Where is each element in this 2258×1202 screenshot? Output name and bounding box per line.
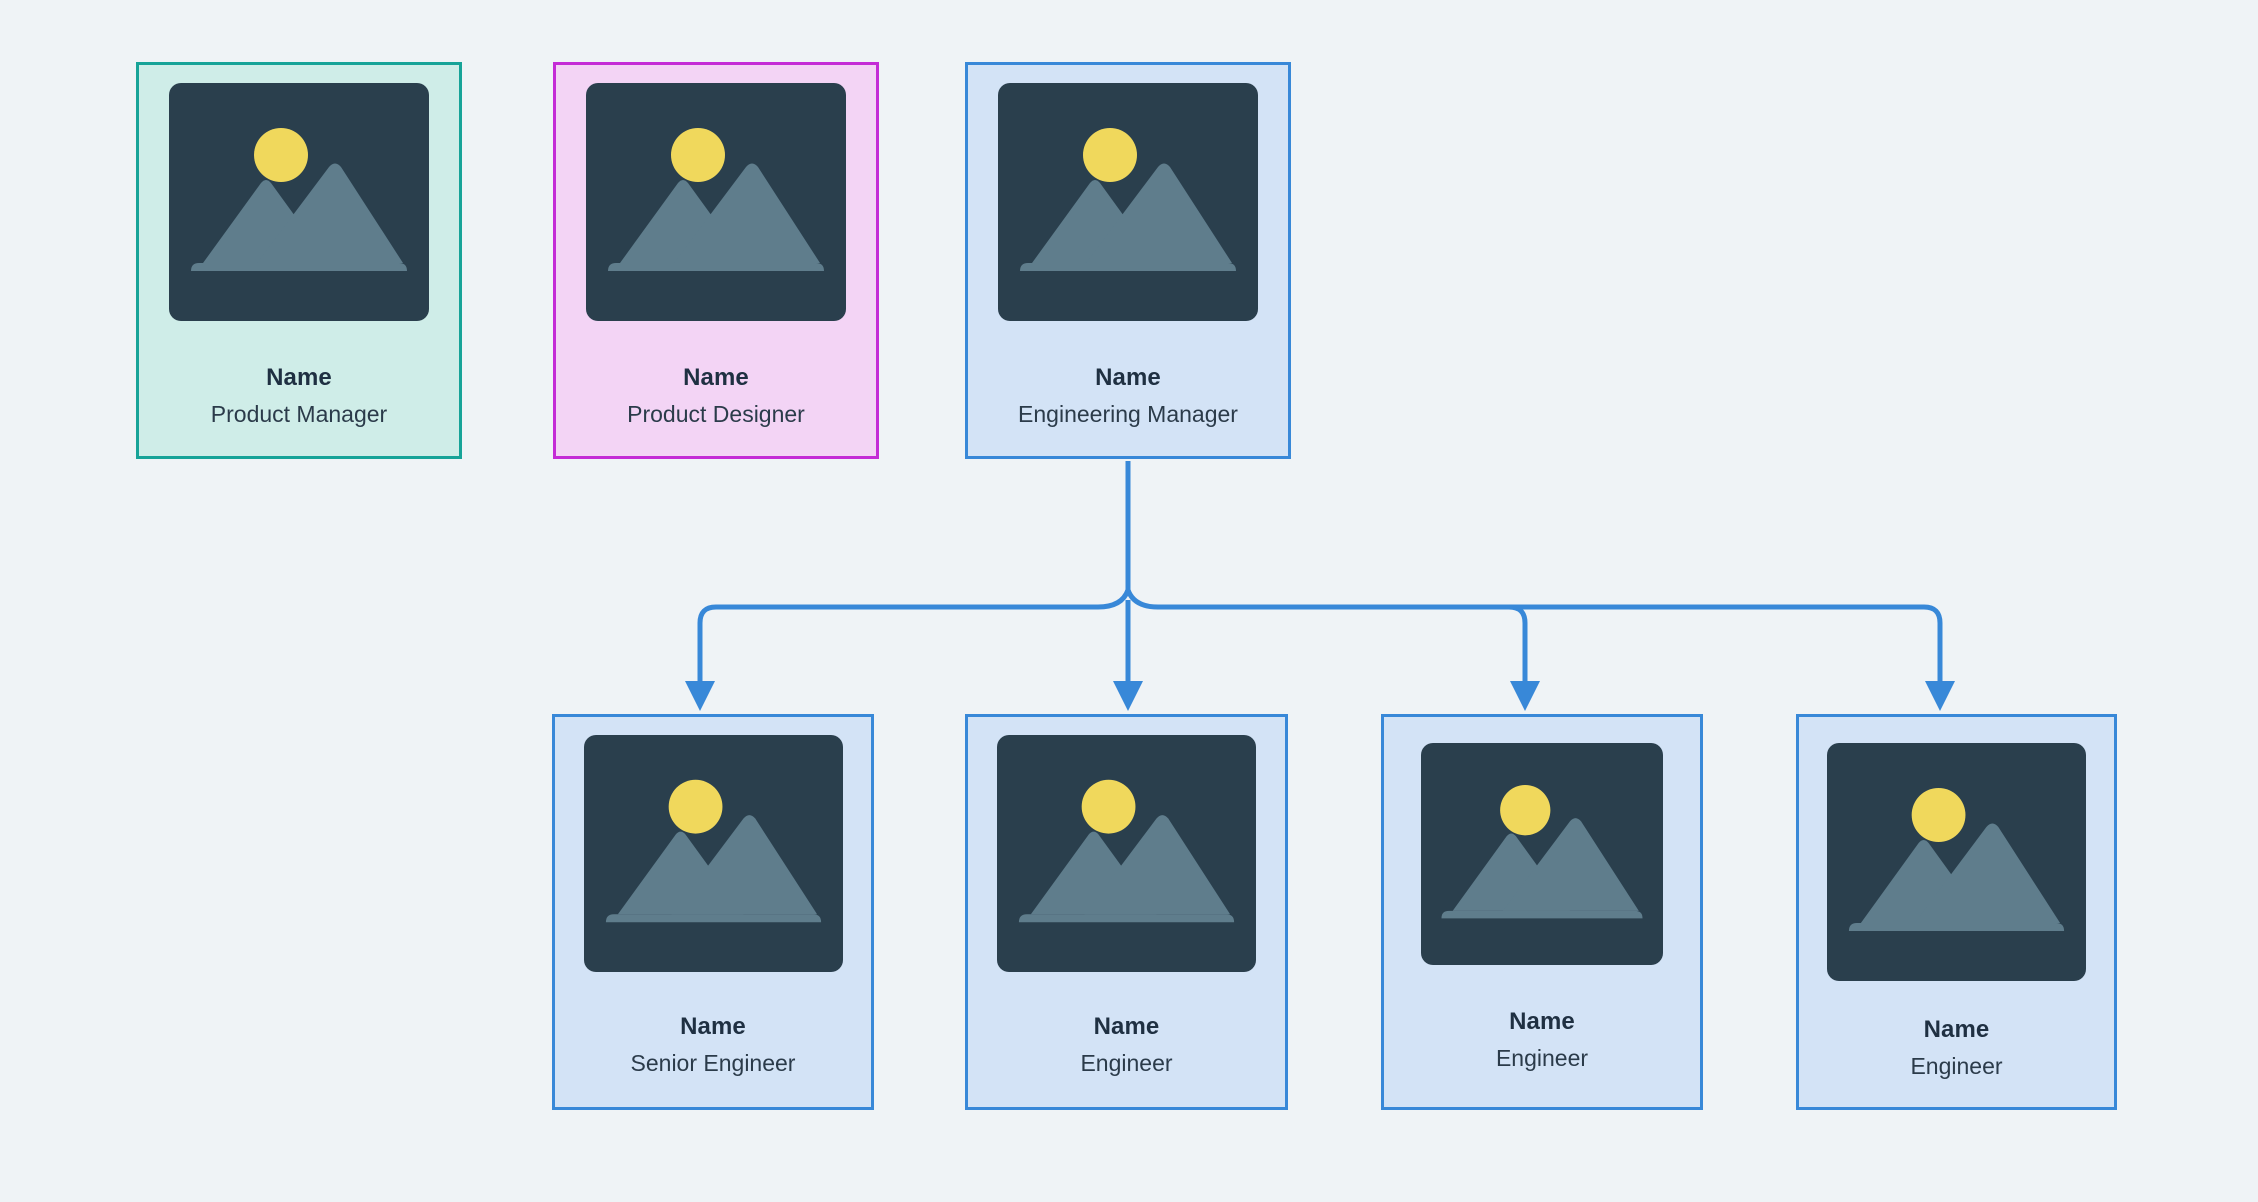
card-name: Name	[683, 364, 749, 391]
org-card-engineering-manager[interactable]: Name Engineering Manager	[965, 62, 1291, 459]
card-name: Name	[266, 364, 332, 391]
connector-bus-right	[1125, 589, 1924, 610]
card-name: Name	[1509, 1008, 1575, 1035]
image-placeholder-icon	[586, 83, 846, 321]
org-card-senior-engineer[interactable]: Name Senior Engineer	[552, 714, 874, 1110]
card-name: Name	[1093, 1013, 1160, 1040]
image-placeholder-icon	[998, 83, 1258, 321]
card-name: Name	[680, 1013, 746, 1040]
card-role: Product Manager	[210, 401, 388, 428]
card-name: Name	[1923, 1016, 1990, 1043]
card-role: Engineer	[1080, 1050, 1173, 1077]
image-placeholder-icon	[1827, 743, 2086, 981]
card-role: Product Designer	[627, 401, 805, 428]
card-role: Engineering Manager	[1018, 401, 1238, 428]
image-placeholder-icon	[1421, 743, 1663, 965]
image-placeholder-icon	[583, 735, 843, 972]
org-card-engineer-3[interactable]: Name Engineer	[1796, 714, 2117, 1110]
card-role: Engineer	[1495, 1045, 1589, 1072]
image-placeholder-icon	[997, 735, 1256, 972]
card-role: Senior Engineer	[630, 1050, 796, 1077]
card-name: Name	[1095, 364, 1161, 391]
connector-bus-left	[716, 589, 1131, 610]
card-role: Engineer	[1910, 1053, 2003, 1080]
connector-branch-4	[1923, 604, 1955, 712]
org-card-product-designer[interactable]: Name Product Designer	[553, 62, 879, 459]
image-placeholder-icon	[169, 83, 429, 321]
org-card-engineer-1[interactable]: Name Engineer	[965, 714, 1288, 1110]
org-card-product-manager[interactable]: Name Product Manager	[136, 62, 462, 459]
org-card-engineer-2[interactable]: Name Engineer	[1381, 714, 1703, 1110]
connector-branch-1	[685, 604, 717, 712]
connector-branch-3	[1508, 604, 1540, 712]
